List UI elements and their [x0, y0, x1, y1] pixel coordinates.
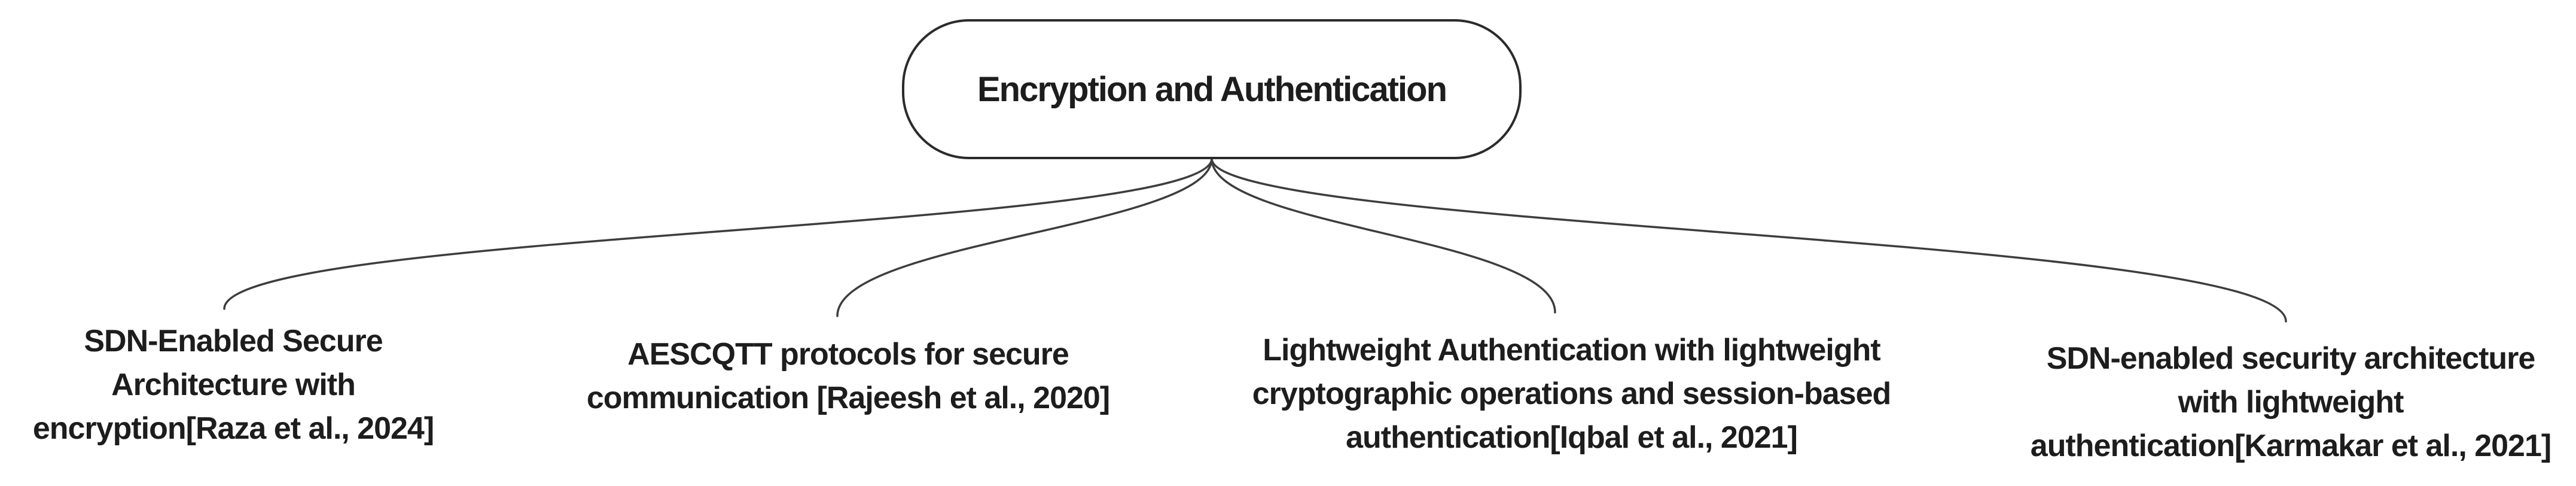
child-node-rajeesh-2020: AESCQTT protocols for secure communicati… [555, 333, 1141, 420]
child-node-line: Architecture with [111, 367, 356, 402]
child-node-line: SDN-enabled security architecture [2046, 341, 2536, 376]
child-node-line: authentication[Karmakar et al., 2021] [2030, 429, 2551, 463]
child-node-line: Lightweight Authentication with lightwei… [1263, 333, 1880, 367]
branch-curve [836, 157, 1213, 317]
branch-curve [223, 157, 1213, 310]
branch-curve [1211, 157, 2287, 323]
child-node-line: SDN-Enabled Secure [84, 324, 383, 359]
child-node-line: cryptographic operations and session-bas… [1252, 376, 1892, 411]
child-node-line: AESCQTT protocols for secure [627, 337, 1069, 372]
child-node-raza-2024: SDN-Enabled Secure Architecture with enc… [0, 320, 467, 451]
root-node-label: Encryption and Authentication [977, 69, 1447, 109]
child-node-iqbal-2021: Lightweight Authentication with lightwei… [1220, 329, 1923, 460]
child-node-line: encryption[Raza et al., 2024] [32, 411, 434, 446]
child-node-line: communication [Rajeesh et al., 2020] [586, 381, 1110, 415]
child-node-line: with lightweight [2178, 385, 2404, 420]
branch-curve [1211, 157, 1556, 314]
child-node-line: authentication[Iqbal et al., 2021] [1346, 420, 1798, 455]
child-node-karmakar-2021: SDN-enabled security architecture with l… [2007, 337, 2575, 468]
root-node: Encryption and Authentication [902, 19, 1522, 159]
